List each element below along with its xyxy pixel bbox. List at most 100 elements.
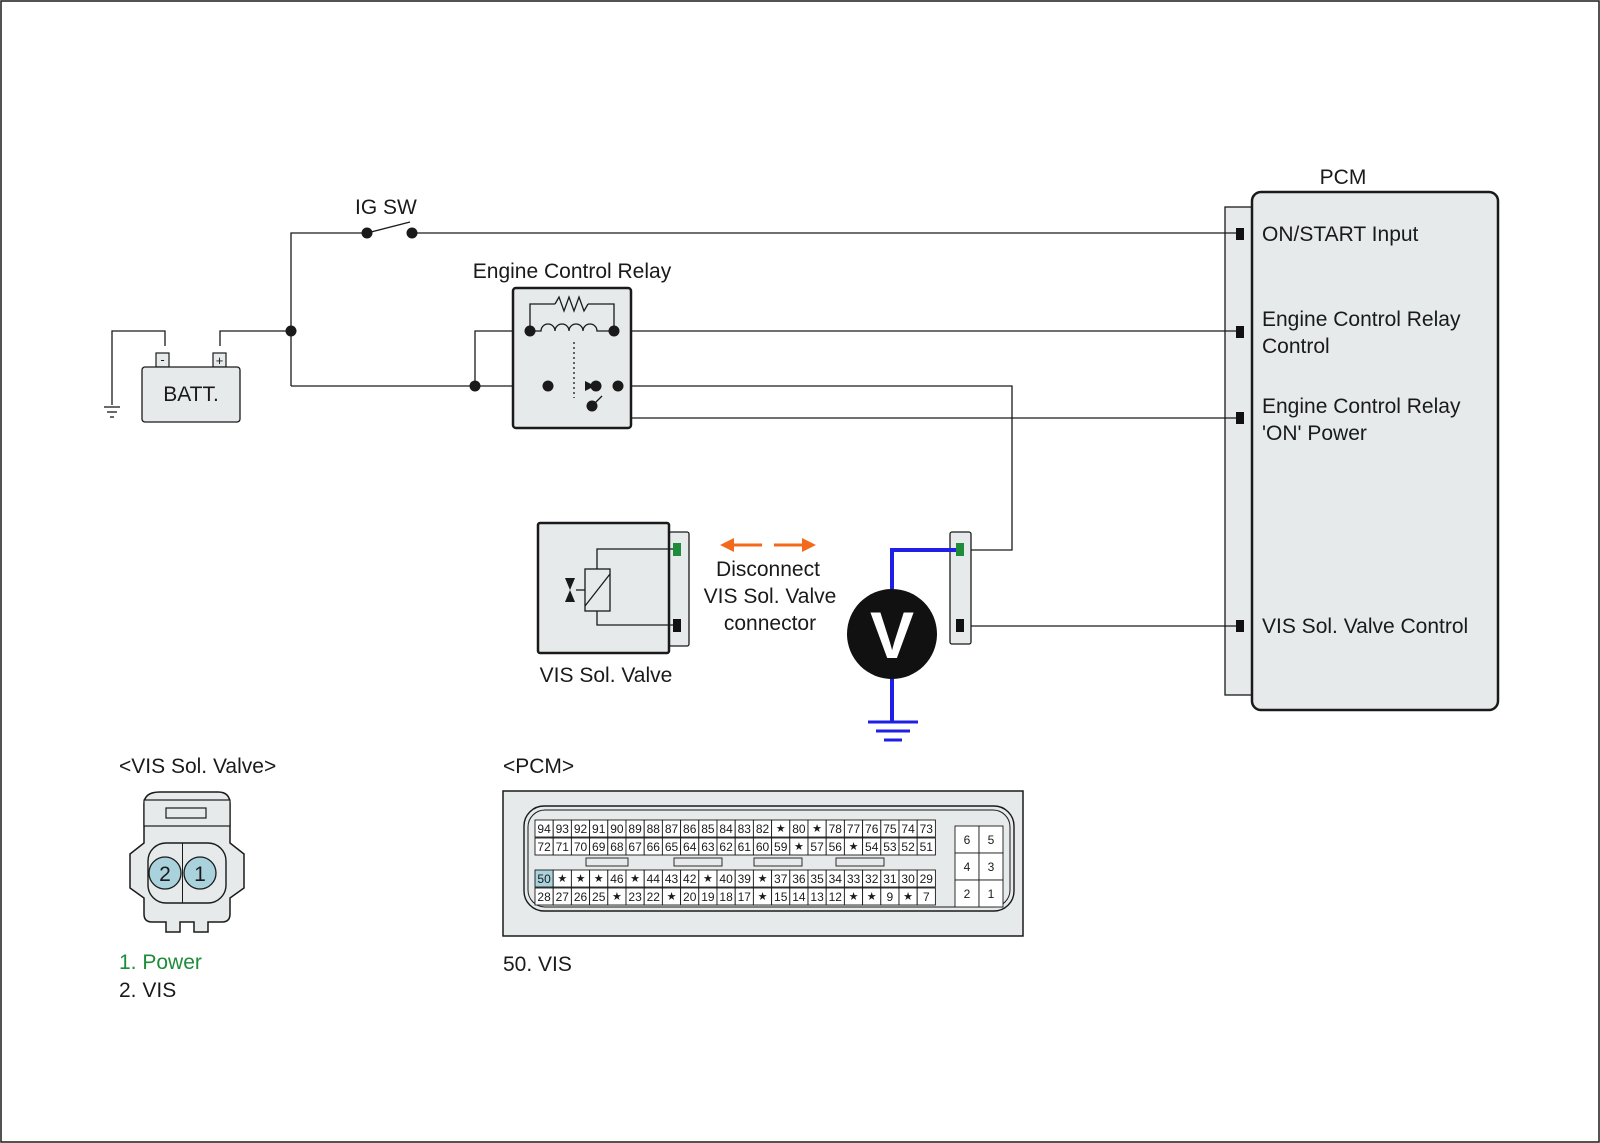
pcm-pin-number: 46 (610, 872, 624, 886)
pcm-pin-number: 56 (829, 840, 843, 854)
relay-box (511, 286, 633, 430)
pcm-pin-number: 75 (883, 822, 897, 836)
pcm-pin-number: ★ (758, 891, 768, 903)
pcm-terminal (1236, 228, 1244, 240)
pcm-pin-number: 62 (719, 840, 733, 854)
pcm-title: PCM (1320, 166, 1367, 189)
disconnect-indicator: Disconnect VIS Sol. Valve connector (704, 538, 837, 635)
pcm-key-tab (835, 857, 885, 867)
pcm-pin-label: 'ON' Power (1262, 422, 1367, 445)
pcm-pin-number: 93 (556, 822, 570, 836)
pcm-pin-number: 9 (887, 890, 894, 904)
pcm-pin-number: 15 (774, 890, 788, 904)
voltmeter-circle (847, 589, 937, 679)
disconnect-text: VIS Sol. Valve (704, 585, 837, 608)
pcm-terminal (1236, 326, 1244, 338)
pcm-aux-cell (954, 825, 980, 854)
vis-pin-2: 2 (159, 863, 171, 886)
relay-title: Engine Control Relay (473, 260, 672, 283)
pcm-pin-label: ON/START Input (1262, 223, 1419, 246)
pcm-module: PCM ON/START Input Engine Control Relay … (1224, 166, 1500, 712)
pcm-pin-number: 34 (829, 872, 843, 886)
pcm-pin-number: 88 (647, 822, 661, 836)
pcm-pin-number: 32 (865, 872, 879, 886)
harness-power-terminal (956, 543, 964, 556)
pcm-pin-number: 92 (574, 822, 588, 836)
pcm-pin-label: Engine Control Relay (1262, 395, 1461, 418)
battery-plus: + (216, 353, 224, 368)
legend-vis-power: 1. Power (119, 951, 202, 974)
pcm-pin-number: ★ (630, 873, 640, 885)
pcm-pin-number: 71 (556, 840, 570, 854)
pcm-pin-number: 30 (901, 872, 915, 886)
pcm-pin-number: 89 (628, 822, 642, 836)
pcm-pin-cell (916, 837, 936, 856)
vis-solenoid-valve: VIS Sol. Valve (536, 521, 690, 687)
pcm-pin-number: 12 (829, 890, 843, 904)
pcm-pin-number: ★ (576, 873, 586, 885)
pcm-pin-cell (916, 869, 936, 888)
pcm-pin-number: 23 (628, 890, 642, 904)
pcm-pin-number: 43 (665, 872, 679, 886)
battery: - + BATT. (141, 352, 241, 423)
pcm-aux-number: 4 (964, 860, 971, 874)
pcm-pin-number: 54 (865, 840, 879, 854)
pcm-key-tab (585, 857, 629, 867)
legend-vis-signal: 2. VIS (119, 979, 176, 1002)
pcm-pin-number: 22 (647, 890, 661, 904)
pcm-aux-cell (954, 879, 980, 908)
pcm-pin-number: 90 (610, 822, 624, 836)
pcm-pin-number: 33 (847, 872, 861, 886)
pcm-pin-number: ★ (794, 841, 804, 853)
vis-pin-1: 1 (194, 863, 206, 886)
pcm-pin-number: 53 (883, 840, 897, 854)
pcm-key-tab (673, 857, 723, 867)
pcm-aux-cell (978, 879, 1004, 908)
pcm-pin-number: ★ (612, 891, 622, 903)
ground-wire (111, 330, 166, 405)
pcm-pin-number: 29 (920, 872, 934, 886)
pcm-aux-cell (978, 852, 1004, 881)
pcm-pin-number: 26 (574, 890, 588, 904)
pcm-pin-number: 87 (665, 822, 679, 836)
pcm-pin-number: 65 (665, 840, 679, 854)
pcm-pin-label: Control (1262, 335, 1330, 358)
vis-power-wire (618, 385, 1013, 551)
pcm-pin-number: 51 (920, 840, 934, 854)
pcm-aux-number: 5 (988, 833, 995, 847)
ig-feed-wire (290, 232, 367, 386)
harness-connector (949, 531, 972, 645)
pcm-aux-number: 1 (988, 887, 995, 901)
pcm-pin-number: 72 (537, 840, 551, 854)
pcm-pin-number: 44 (647, 872, 661, 886)
pcm-pin-number: 64 (683, 840, 697, 854)
voltmeter-symbol: V (870, 598, 914, 672)
pcm-pin-cell (916, 887, 936, 906)
pcm-pin-number: 40 (719, 872, 733, 886)
pcm-pin-number: 31 (883, 872, 897, 886)
pcm-aux-number: 2 (964, 887, 971, 901)
valve-power-terminal (673, 543, 681, 556)
pcm-aux-cell (954, 852, 980, 881)
voltmeter: V (847, 548, 956, 742)
pcm-pin-number: 13 (810, 890, 824, 904)
pcm-pin-number: ★ (594, 873, 604, 885)
pcm-pin-number: 37 (774, 872, 788, 886)
pcm-pin-number: 69 (592, 840, 606, 854)
pcm-pin-number: 61 (738, 840, 752, 854)
pcm-connector-strip (1224, 206, 1256, 696)
vis-connector-view: <VIS Sol. Valve> 2 1 1. Power 2. VIS (119, 755, 276, 1002)
vis-connector-title: <VIS Sol. Valve> (119, 755, 276, 778)
pcm-pin-number: 52 (901, 840, 915, 854)
pcm-pin-number: 80 (792, 822, 806, 836)
pcm-aux-number: 6 (964, 833, 971, 847)
pcm-pin-number: ★ (849, 891, 859, 903)
pcm-pin-number: 39 (738, 872, 752, 886)
battery-minus: - (160, 352, 164, 367)
legend-pcm-vis: 50. VIS (503, 953, 572, 976)
pcm-pin-number: 18 (719, 890, 733, 904)
valve-signal-terminal (673, 619, 681, 632)
pcm-pin-number: 63 (701, 840, 715, 854)
